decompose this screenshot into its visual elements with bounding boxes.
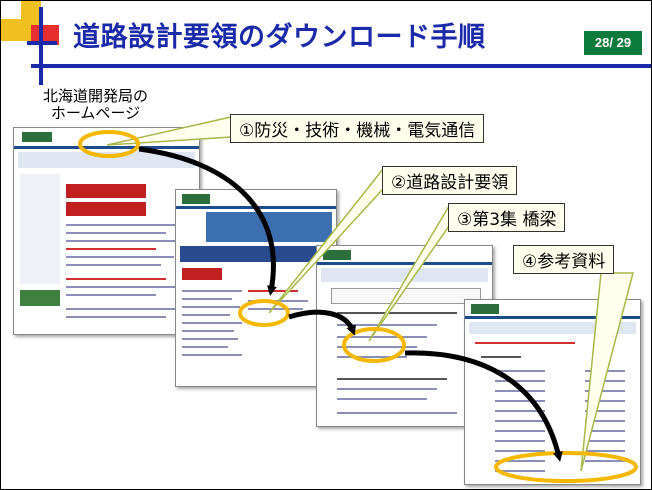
page-total: 29 <box>616 35 632 50</box>
title-bar: 道路設計要領のダウンロード手順 28/ 29 <box>1 1 651 85</box>
page-title: 道路設計要領のダウンロード手順 <box>73 22 486 53</box>
caption-line-1: 北海道開発局の <box>43 87 149 105</box>
disaster-tech-page-screenshot <box>175 189 337 387</box>
page-number: 28 <box>594 35 610 50</box>
step-callout-2: ②道路設計要領 <box>382 166 518 195</box>
step-callout-3: ③第3集 橋梁 <box>448 203 566 232</box>
step-callout-4: ④参考資料 <box>513 245 615 274</box>
step-callout-1: ①防災・技術・機械・電気通信 <box>230 114 485 143</box>
page-number-badge: 28/ 29 <box>584 31 642 55</box>
title-rule <box>31 64 651 68</box>
homepage-caption: 北海道開発局の ホームページ <box>43 88 148 122</box>
bridge-volume-page-screenshot <box>464 299 641 485</box>
cross-logo-icon <box>1 1 59 85</box>
caption-line-2: ホームページ <box>50 104 141 122</box>
homepage-screenshot <box>13 127 200 335</box>
